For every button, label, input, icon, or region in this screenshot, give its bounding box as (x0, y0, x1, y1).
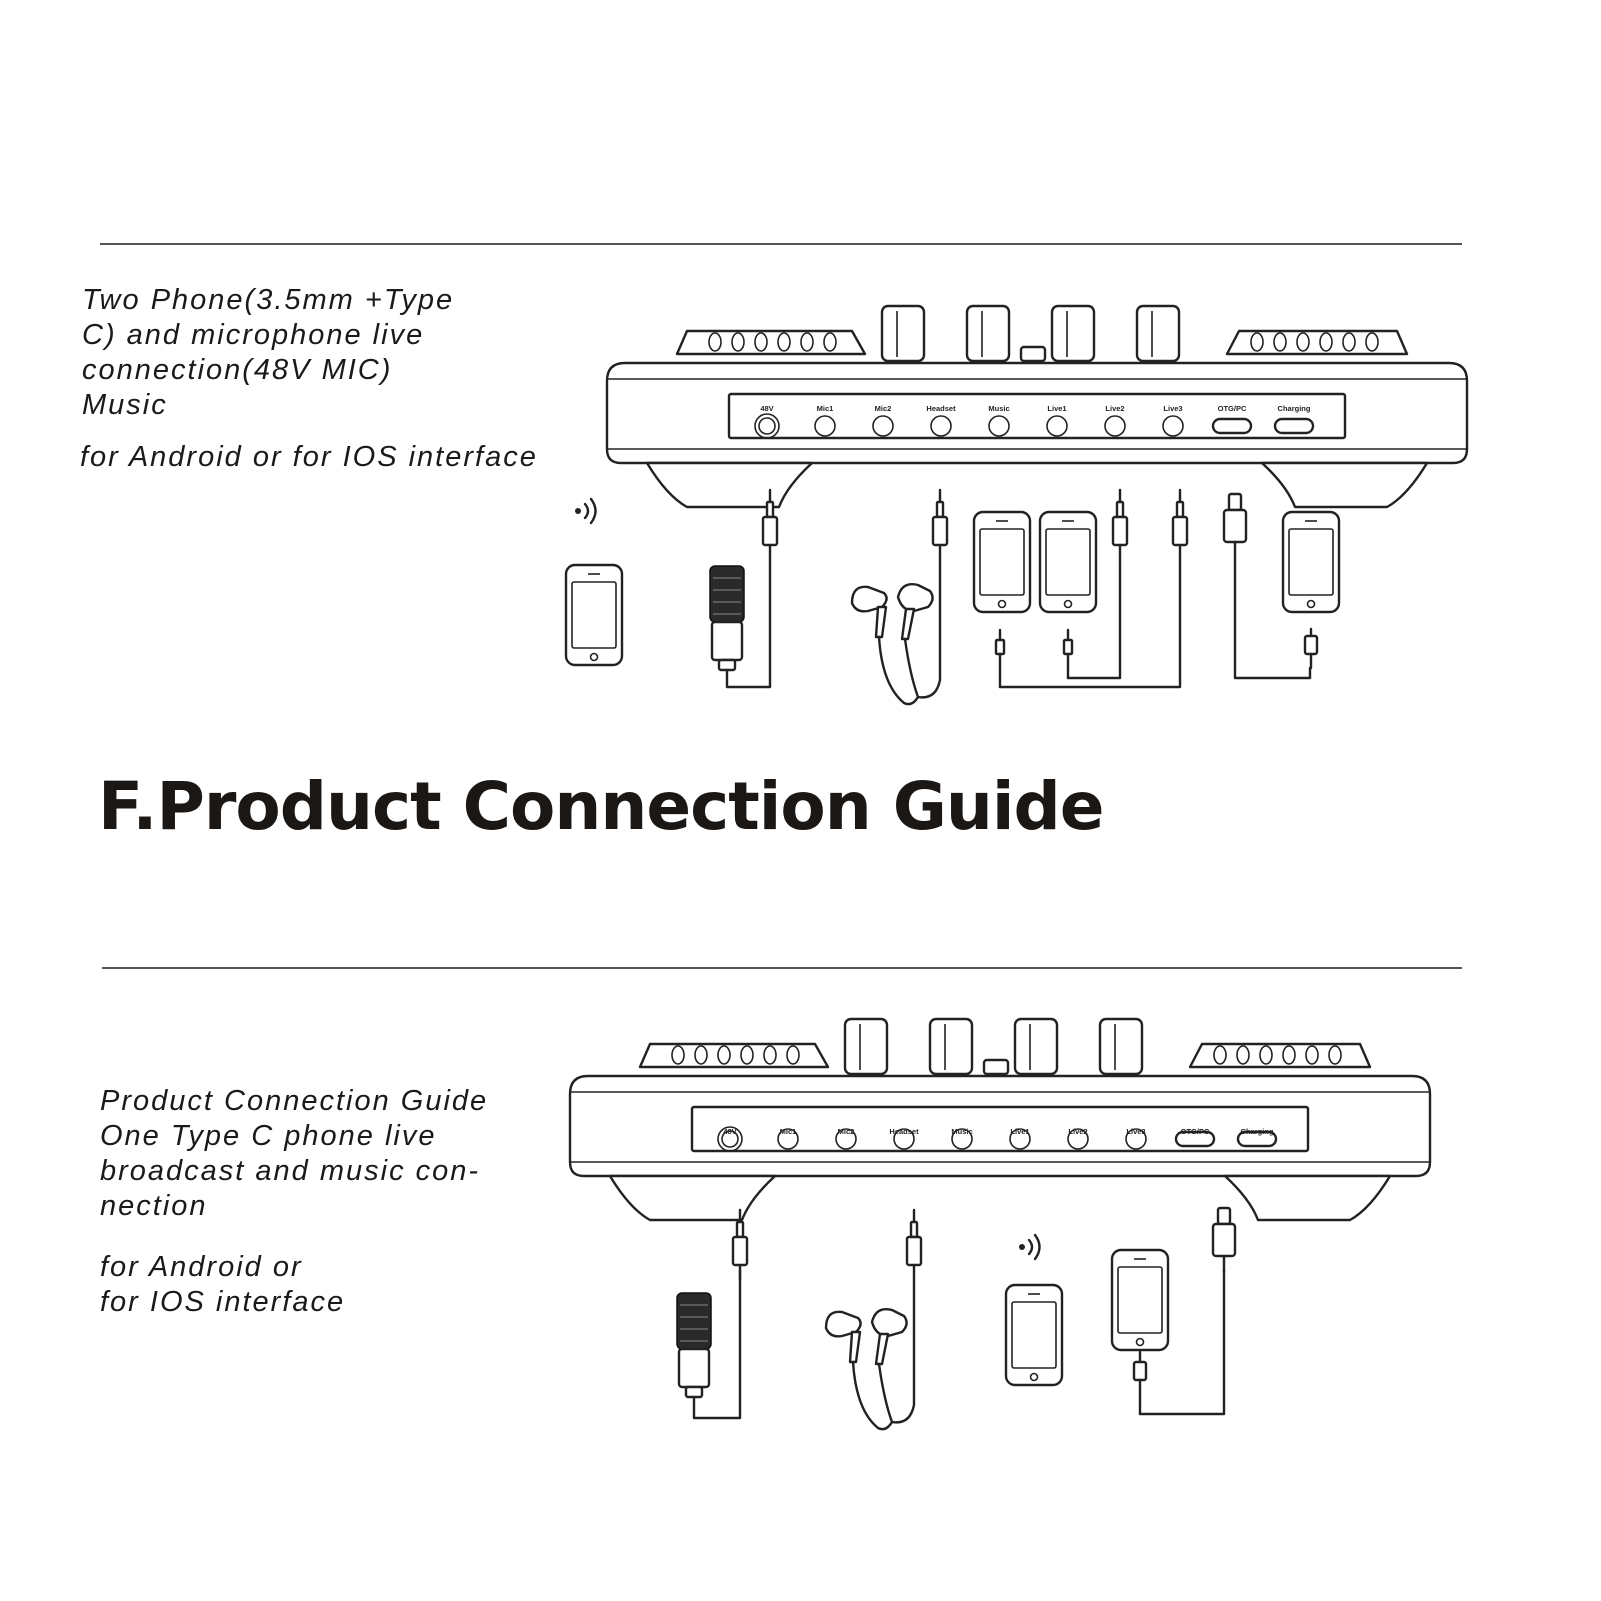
port-labels-1: 48V Mic1 Mic2 Headset Music Live1 Live2 … (760, 404, 1311, 413)
section1-line: connection(48V MIC) (82, 354, 393, 386)
section1-description: Two Phone(3.5mm +Type C) and microphone … (80, 283, 538, 475)
port-label-live2: Live2 (1068, 1127, 1087, 1136)
port-labels-2: 48V Mic1 Mic2 Headset Music Live1 Live2 … (723, 1127, 1274, 1136)
section2-line: nection (100, 1190, 208, 1222)
port-label-mic1: Mic1 (817, 404, 834, 413)
section2-description: Product Connection Guide One Type C phon… (100, 1084, 488, 1320)
section1-sub: for Android or for IOS interface (80, 441, 538, 473)
section2-sub: for IOS interface (100, 1286, 346, 1318)
port-label-48v: 48V (723, 1127, 736, 1136)
small-usb-plug-icon (1303, 627, 1319, 670)
phone-icon (1038, 510, 1098, 614)
port-label-music: Music (988, 404, 1009, 413)
audio-jack-icon (1171, 488, 1189, 562)
port-label-48v: 48V (760, 404, 773, 413)
section2-line: broadcast and music con- (100, 1155, 481, 1187)
port-label-live2: Live2 (1105, 404, 1124, 413)
port-label-mic2: Mic2 (875, 404, 892, 413)
phone-icon (972, 510, 1032, 614)
port-label-live3: Live3 (1126, 1127, 1145, 1136)
microphone-icon (675, 1291, 713, 1399)
small-plug-icon (1062, 628, 1074, 680)
sound-card-diagram-2: 48V Mic1 Mic2 Headset Music Live1 Live2 … (568, 1017, 1432, 1431)
microphone-icon (708, 564, 746, 672)
section1-line: C) and microphone live (82, 319, 425, 351)
wireless-signal-icon (1017, 1233, 1041, 1261)
port-label-otg-pc: OTG/PC (1181, 1127, 1210, 1136)
usb-c-plug-icon (1211, 1206, 1237, 1274)
port-label-charging: Charging (1278, 404, 1311, 413)
port-label-live1: Live1 (1010, 1127, 1029, 1136)
audio-jack-icon (1111, 488, 1129, 562)
section1-line: Two Phone(3.5mm +Type (82, 284, 455, 316)
small-plug-icon (994, 628, 1006, 689)
section2-line: Product Connection Guide (100, 1085, 489, 1117)
port-label-headset: Headset (926, 404, 956, 413)
port-label-charging: Charging (1241, 1127, 1274, 1136)
audio-jack-icon (905, 1208, 923, 1282)
phone-icon (1004, 1283, 1064, 1387)
phone-icon (1281, 510, 1341, 614)
port-label-live3: Live3 (1163, 404, 1182, 413)
top-divider (100, 243, 1462, 245)
page-heading: F.Product Connection Guide (98, 768, 1105, 845)
middle-divider (102, 967, 1462, 969)
port-label-mic1: Mic1 (780, 1127, 797, 1136)
section2-line: One Type C phone live (100, 1120, 437, 1152)
sound-card-diagram-1: 48V Mic1 Mic2 Headset Music Live1 Live2 … (564, 304, 1469, 706)
port-label-mic2: Mic2 (838, 1127, 855, 1136)
section2-sub: for Android or (100, 1251, 303, 1283)
audio-jack-icon (931, 488, 949, 562)
phone-icon (1110, 1248, 1170, 1352)
section1-line: Music (82, 389, 168, 421)
earphones-icon (824, 1307, 908, 1431)
wireless-signal-icon (573, 497, 597, 525)
small-usb-plug-icon (1132, 1350, 1148, 1416)
usb-c-plug-icon (1222, 492, 1248, 560)
earphones-icon (850, 583, 934, 706)
port-label-headset: Headset (889, 1127, 919, 1136)
port-label-music: Music (951, 1127, 972, 1136)
port-label-otg-pc: OTG/PC (1218, 404, 1247, 413)
port-label-live1: Live1 (1047, 404, 1066, 413)
phone-icon (564, 563, 624, 667)
